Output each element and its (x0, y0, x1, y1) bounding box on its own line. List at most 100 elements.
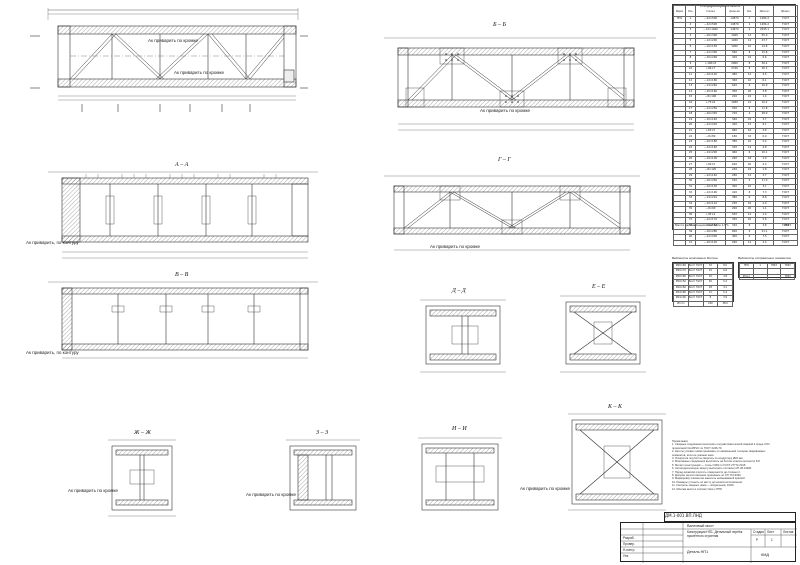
weld-note-plan-2: Ак приварить по кромке (174, 70, 224, 75)
spec-total-label: Масса наплавленного металла 1,5% (675, 223, 729, 227)
spec-header-cell: Масса кг (755, 5, 774, 17)
title-block-grid (621, 523, 797, 563)
title-block: Разраб. Провер. Н.контр. Утв. Вантовый м… (620, 522, 797, 563)
spec-header-cell: Примеч. (773, 5, 798, 17)
weld-note-aa: Ак приварить, по контуру (26, 240, 79, 245)
weld-note-zz: Ак приварить по кромке (246, 492, 296, 497)
spec-header-cell: Марка (673, 5, 686, 17)
weld-note-bb: Ак приварить по кромке (480, 108, 530, 113)
table-cell: Болт ГОСТ (687, 295, 704, 302)
view-title-gg: Г – Г (498, 157, 511, 163)
table-cell: Итого (673, 300, 689, 308)
weld-note-zh: Ак приварить по кромке (68, 488, 118, 493)
spec-cell: ГОСТ (773, 116, 798, 124)
weld-note-plan-1: Ак приварить по кромке (148, 38, 198, 43)
spec-cell: 2.4 (755, 239, 774, 247)
spec-cell (673, 239, 686, 247)
weld-note-gg: Ак приварить по кромке (430, 244, 480, 249)
section-gg-drawing (384, 175, 640, 251)
stamp-org: КМД (761, 553, 769, 557)
spec-cell: —10×120 (695, 239, 726, 247)
table-cell: Болт ГОСТ (687, 284, 704, 291)
drawing-code-stamp: ДМ.1-001.ВП.ЛНД (664, 512, 796, 522)
spec-cell: ГОСТ (773, 83, 798, 90)
spec-cell: ГОСТ (773, 71, 798, 79)
stamp-sheet-label: Лист (767, 530, 774, 534)
section-ii-drawing (418, 437, 502, 511)
stamp-checker: Провер. (623, 542, 635, 546)
bolts-table-title: Ведомость монтажных болтов (672, 256, 718, 260)
spec-cell: ГОСТ (773, 66, 798, 73)
note-line: 2. Катеты угловых швов принимать по наим… (672, 450, 766, 454)
view-title-vv: В – В (175, 272, 189, 278)
table-cell: 7843 (780, 273, 795, 281)
spec-cell: 260 (725, 239, 744, 247)
section-dd-drawing (420, 299, 506, 373)
note-line: 10. Размеры уточнить по месту до начала … (672, 480, 743, 484)
elements-table-title: Ведомость отправочных элементов (738, 256, 791, 260)
table-cell (766, 273, 782, 281)
table-cell: Болт ГОСТ (687, 279, 704, 286)
stamp-sheet-title: Конструкция НП1. Детальный чертёж пролёт… (687, 530, 743, 538)
spec-cell: ГОСТ (773, 16, 798, 23)
section-zz-drawing (286, 439, 360, 511)
table-cell: Итого (739, 273, 754, 281)
section-zh-drawing (108, 439, 176, 517)
spec-cell: 41 (685, 239, 696, 247)
note-line: 12. Монтаж вести в соответствии с ППР. (672, 487, 723, 491)
table-cell: 160 (702, 300, 719, 308)
note-line: проволокой Св-08Г2С по ГОСТ 2246-70. (672, 446, 723, 450)
stamp-project: Вантовый мост (687, 524, 714, 528)
spec-cell: ГОСТ (773, 60, 798, 68)
stamp-stage-label: Стадия (753, 530, 764, 534)
drawing-code: ДМ.1-001.ВП.ЛНД (665, 513, 702, 518)
table-cell: 38.0 (717, 300, 733, 308)
note-line: Примечания: (672, 440, 689, 443)
table-cell: Болт ГОСТ (687, 268, 704, 275)
view-title-bb: Б – Б (493, 22, 507, 28)
note-line: 7. Перед окраской очистить поверхности д… (672, 470, 741, 474)
view-title-zz: З – З (316, 430, 328, 436)
view-title-zh: Ж – Ж (134, 430, 151, 436)
section-vv-drawing (48, 281, 318, 359)
spec-total-value: 7843 (783, 223, 791, 227)
weld-note-vv: Ак приварить, по контуру (26, 350, 79, 355)
weld-note-kk: Ак приварить по кромке (520, 486, 570, 491)
section-ee-drawing (560, 295, 646, 373)
note-line: 11. Контроль сварных швов — визуальный, … (672, 484, 735, 488)
note-line: 6. Антикоррозионную защиту выполнить сог… (672, 467, 752, 471)
stamp-ncontrol: Н.контр. (623, 548, 636, 552)
spec-cell: ГОСТ (773, 111, 798, 118)
view-title-dd: Д – Д (452, 288, 466, 294)
spec-cell: ГОСТ (773, 105, 798, 113)
table-cell: Болт ГОСТ (687, 273, 704, 281)
table-cell: Болт ГОСТ (687, 262, 704, 270)
note-line: 1. Сварные соединения выполнять полуавто… (672, 443, 770, 447)
note-line: 9. Маркировку элементов наносить несмыва… (672, 477, 746, 481)
spec-cell: ГОСТ (773, 77, 798, 85)
